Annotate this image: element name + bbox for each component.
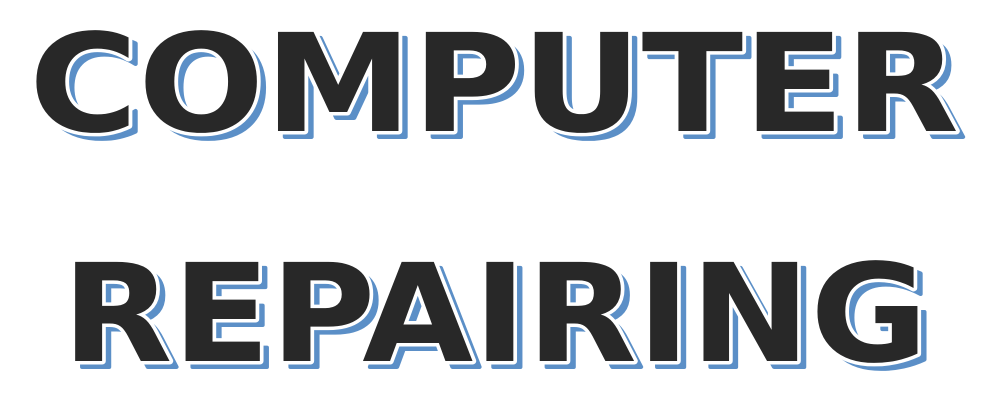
line-repairing: REPAIRING REPAIRING [59,233,938,403]
line-computer: COMPUTER COMPUTER [26,3,968,173]
line-repairing-text: REPAIRING [62,236,928,394]
line-computer-shadow: COMPUTER [36,12,966,170]
line-computer-text: COMPUTER [29,6,959,164]
line-repairing-shadow: REPAIRING [69,242,935,400]
